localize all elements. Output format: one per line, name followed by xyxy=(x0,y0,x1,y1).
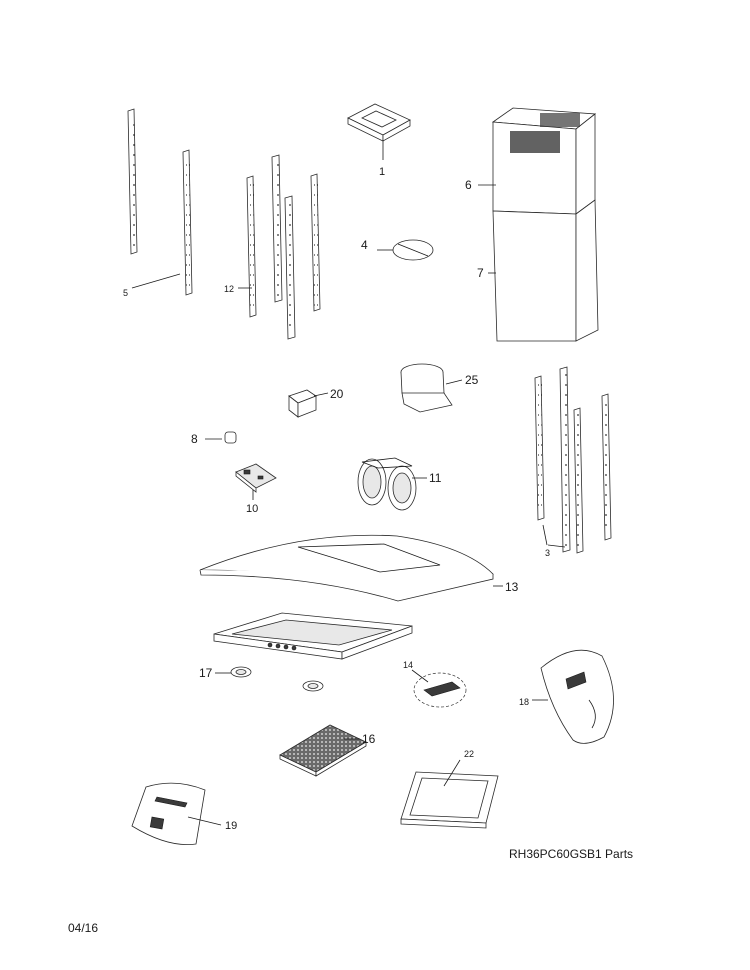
part-16-grease-filter xyxy=(279,724,367,777)
part-4-damper-plate xyxy=(377,239,434,261)
part-3-lower-rails xyxy=(534,366,612,554)
part-14-light-board xyxy=(411,669,467,708)
callout-1: 1 xyxy=(379,166,386,178)
callout-7: 7 xyxy=(477,266,484,280)
part-5-upper-brackets xyxy=(127,108,193,296)
part-10-control-board xyxy=(235,463,277,500)
callout-12: 12 xyxy=(224,284,235,294)
part-25-duct-collar xyxy=(400,363,463,413)
part-17-lamp-holders xyxy=(215,666,324,692)
hood-body xyxy=(213,612,413,660)
callout-17: 17 xyxy=(199,666,213,680)
callout-25: 25 xyxy=(465,373,479,387)
date-code: 04/16 xyxy=(68,921,99,935)
callout-8: 8 xyxy=(191,432,198,446)
callout-16: 16 xyxy=(362,732,376,746)
callout-13: 13 xyxy=(505,580,519,594)
model-parts-caption: RH36PC60GSB1 Parts xyxy=(509,847,634,861)
callout-20: 20 xyxy=(330,387,344,401)
callout-14: 14 xyxy=(403,660,414,670)
part-1-mounting-bracket xyxy=(347,103,411,160)
part-19-parts-bag xyxy=(131,782,222,845)
callout-3: 3 xyxy=(545,548,551,558)
part-18-control-pad xyxy=(532,649,614,744)
callout-5: 5 xyxy=(123,288,129,298)
part-12-upper-rails xyxy=(238,154,321,340)
parts-6-7-duct-covers xyxy=(478,107,599,342)
part-11-blower xyxy=(357,457,427,511)
callout-18: 18 xyxy=(519,697,530,707)
part-13-glass-canopy xyxy=(199,534,503,602)
part-22-charcoal-filter xyxy=(400,759,499,829)
part-8-connector xyxy=(205,431,237,444)
callout-11: 11 xyxy=(429,471,442,485)
callout-6: 6 xyxy=(465,178,472,192)
callout-19: 19 xyxy=(225,820,238,832)
callout-4: 4 xyxy=(361,238,368,252)
callout-10: 10 xyxy=(246,503,259,515)
callout-22: 22 xyxy=(464,749,475,759)
part-20-terminal-block xyxy=(288,389,329,418)
